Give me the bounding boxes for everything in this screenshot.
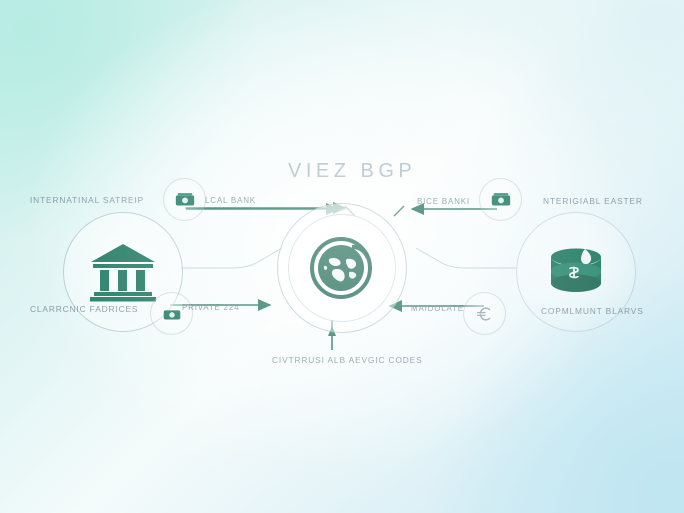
sat-bl-node[interactable]	[150, 292, 193, 335]
label-sat-tr: BICE BANKI	[417, 197, 470, 206]
label-node-left-bottom: CLARRCNIC FADRICES	[30, 304, 139, 314]
bank-building-icon	[90, 244, 156, 302]
sat-tl-node[interactable]	[163, 178, 206, 221]
node-right[interactable]	[516, 212, 636, 332]
label-sat-br: MAIDOLATE	[411, 304, 464, 313]
money-icon	[163, 309, 180, 319]
database-coins-icon	[551, 248, 601, 292]
diagram-caption: CIVTRRUSI ALB AEVGIC CODES	[272, 355, 423, 365]
hub-node[interactable]	[303, 229, 379, 305]
label-node-left-top: INTERNATINAL SATREIP	[30, 195, 145, 205]
money-icon	[175, 192, 194, 205]
label-node-right-top: NTERIGIABL EASTER	[543, 196, 643, 206]
money-icon	[491, 192, 510, 205]
euro-icon	[476, 306, 490, 321]
sat-tr-node[interactable]	[479, 178, 522, 221]
sat-br-node[interactable]	[463, 292, 506, 335]
label-node-right-bottom: COPMLMUNT BLARVS	[541, 306, 644, 316]
label-sat-tl: LCAL BANK	[205, 196, 256, 205]
diagram-title: VIEZ BGP	[288, 160, 417, 182]
label-sat-bl: PRIVATE 224	[182, 303, 240, 312]
globe-icon	[310, 237, 372, 299]
